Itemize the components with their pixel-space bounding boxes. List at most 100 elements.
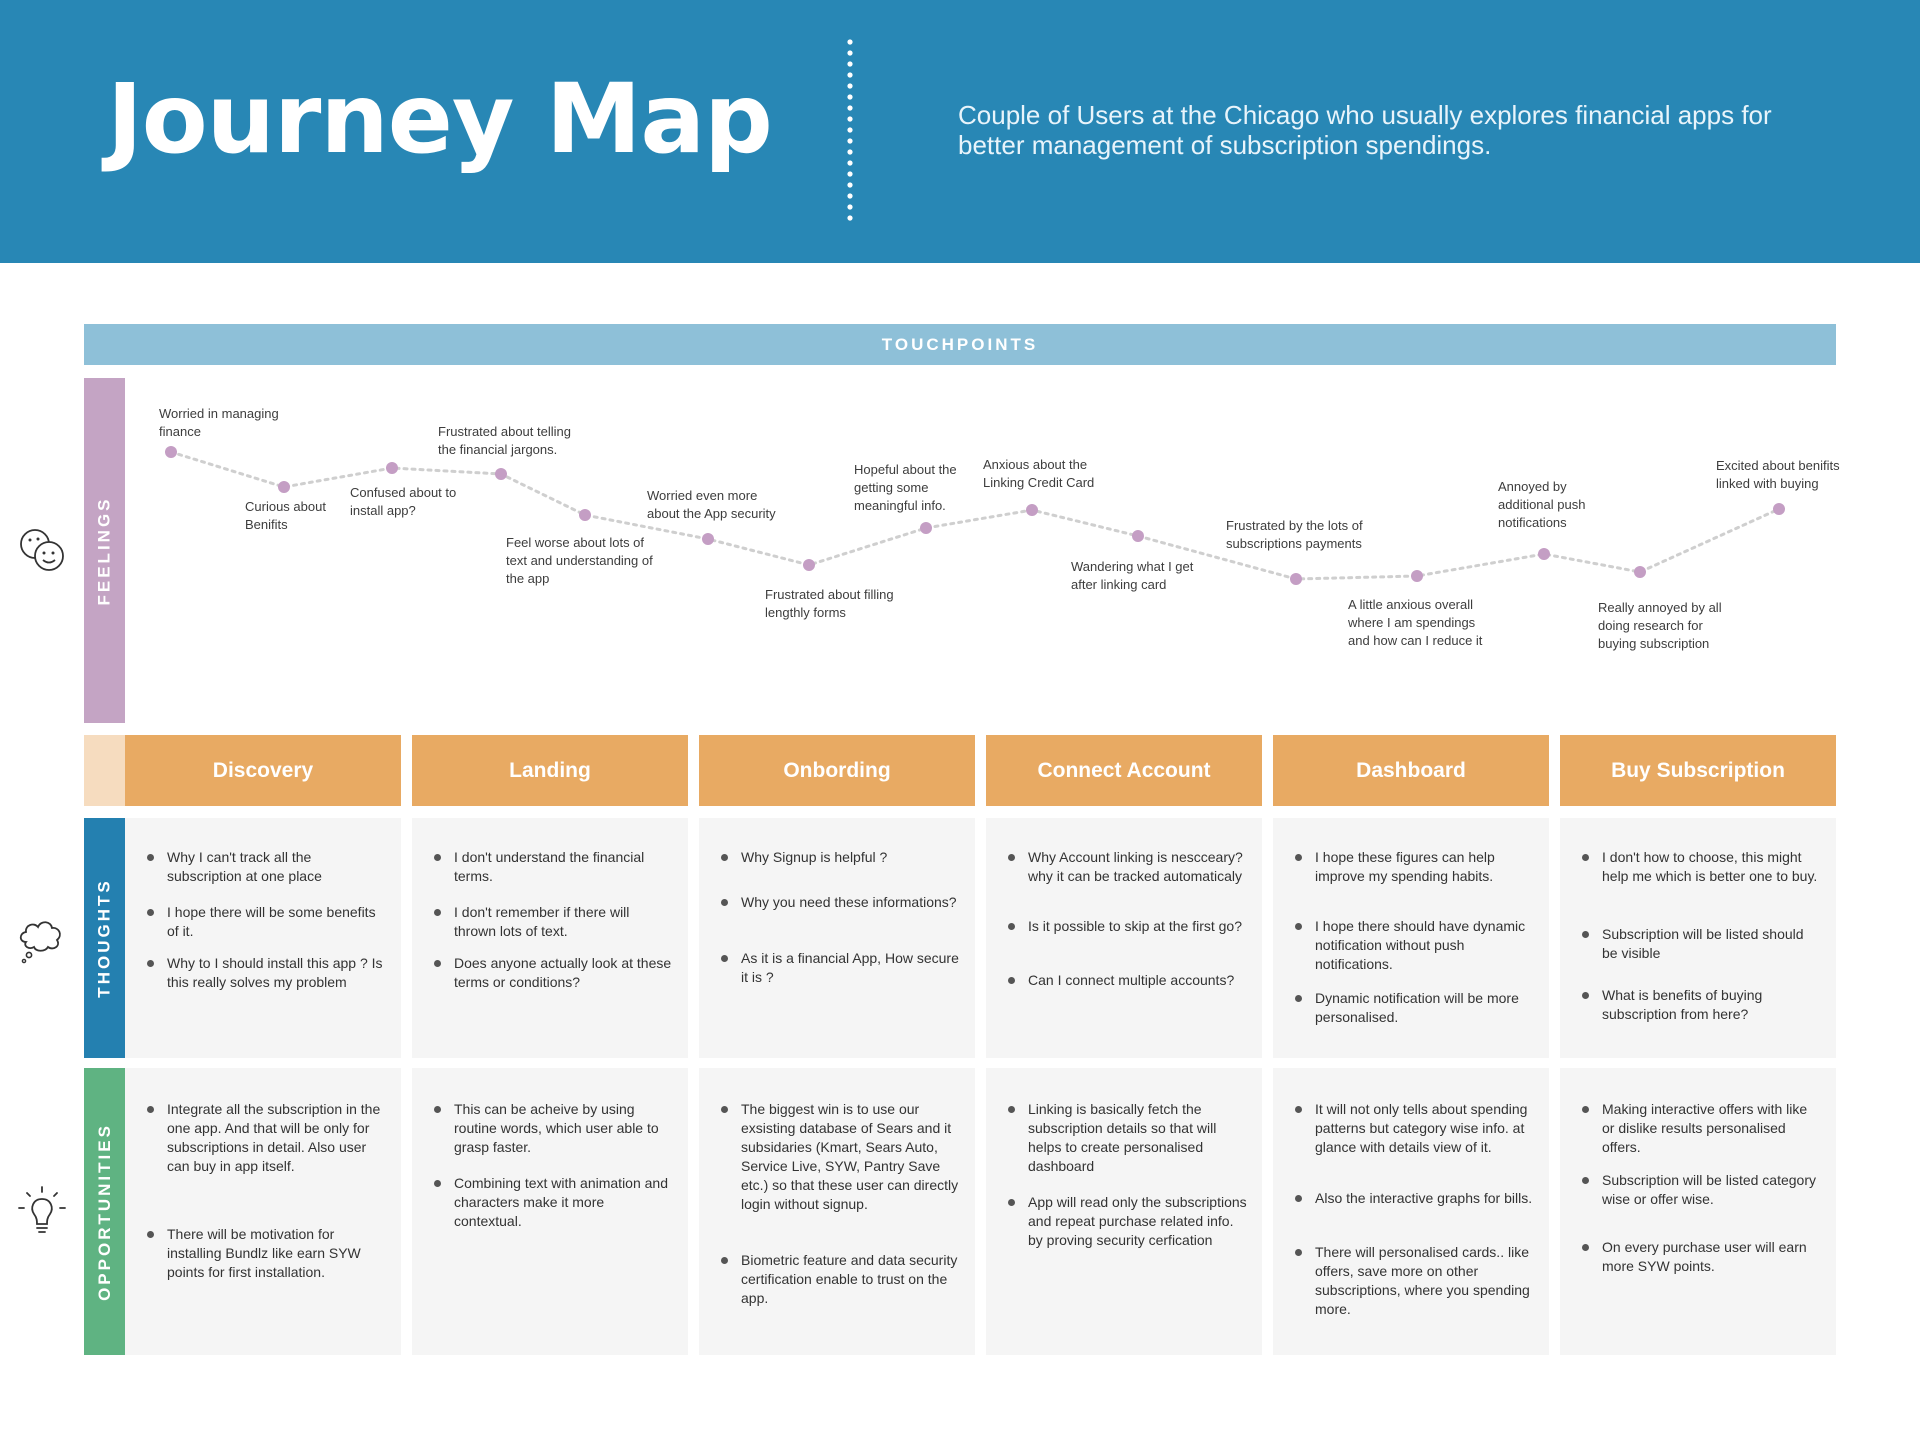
opportunity-item: There will personalised cards.. like off… [1295,1243,1535,1319]
feeling-point [803,559,815,571]
stage-label: Discovery [212,758,314,782]
opportunity-item: Biometric feature and data security cert… [721,1251,961,1308]
thought-item: Why Account linking is nescceary? why it… [1008,848,1248,886]
opportunities-cell-landing: This can be acheive by using routine wor… [412,1068,688,1355]
opportunity-item: This can be acheive by using routine wor… [434,1100,674,1157]
thought-item: Subscription will be listed should be vi… [1582,925,1822,963]
feeling-label: Annoyed by additional push notifications [1498,479,1586,530]
feeling-point [1290,573,1302,585]
opportunities-cell-dashboard: It will not only tells about spending pa… [1273,1068,1549,1355]
thought-item: I hope there should have dynamic notific… [1295,917,1535,974]
thought-item: Does anyone actually look at these terms… [434,954,674,992]
opportunities-row-bar: OPPORTUNITIES [84,1068,125,1355]
opportunity-item: It will not only tells about spending pa… [1295,1100,1535,1157]
feeling-label: Hopeful about the getting some meaningfu… [854,462,957,513]
opportunity-item: App will read only the subscriptions and… [1008,1194,1247,1248]
thought-item: Is it possible to skip at the first go? [1008,917,1248,936]
stage-onbording: Onbording [699,735,975,806]
thoughts-row-bar: THOUGHTS [84,818,125,1058]
thought-item: I hope there will be some benefits of it… [147,903,387,941]
touchpoints-label: TOUCHPOINTS [881,334,1039,354]
feeling-label: Confused about to install app? [350,485,457,518]
feelings-row-bar: FEELINGS [84,378,125,723]
thought-item: Why to I should install this app ? Is th… [147,954,387,992]
stage-dashboard: Dashboard [1273,735,1549,806]
thought-item: Why Signup is helpful ? [721,848,961,867]
thought-item: I hope these figures can help improve my… [1295,848,1535,886]
stage-label: Dashboard [1356,758,1466,782]
header-banner: Journey Map Couple of Users at the Chica… [0,0,1920,263]
thought-item: Dynamic notification will be more person… [1295,989,1535,1027]
thought-item: I don't remember if there will thrown lo… [434,903,674,941]
opportunity-item: The biggest win is to use our exsisting … [721,1100,961,1214]
feeling-point [495,468,507,480]
thoughts-cell-connect-account: Why Account linking is nescceary? why it… [986,818,1262,1058]
page-title: Journey Map [107,63,773,175]
touchpoints-bar: TOUCHPOINTS [84,324,1836,365]
opportunity-item: Combining text with animation and charac… [434,1174,674,1231]
stage-buy-subscription: Buy Subscription [1560,735,1836,806]
opportunity-item: Integrate all the subscription in the on… [147,1100,387,1176]
thought-cloud-icon [19,921,61,964]
thoughts-cell-onbording: Why Signup is helpful ? Why you need the… [699,818,975,1058]
feeling-point [1538,548,1550,560]
feeling-point [1411,570,1423,582]
opportunities-cell-buy-subscription: Making interactive offers with like or d… [1560,1068,1836,1355]
thought-item: I don't understand the financial terms. [434,848,674,886]
thought-item: Why you need these informations? [721,893,961,912]
thought-item: I don't how to choose, this might help m… [1582,848,1822,886]
opportunity-item: Subscription will be listed category wis… [1582,1171,1822,1209]
feeling-point [579,509,591,521]
feeling-label: Feel worse about lots of text and unders… [506,535,653,586]
opportunity-item: Also the interactive graphs for bills. [1295,1189,1535,1208]
feeling-point [1773,503,1785,515]
thoughts-cell-discovery: Why I can't track all the subscription a… [125,818,401,1058]
feeling-point [1026,504,1038,516]
thought-item: What is benefits of buying subscription … [1582,986,1822,1024]
thought-item: Why I can't track all the subscription a… [147,848,387,886]
feeling-point [1132,530,1144,542]
stage-label: Connect Account [1037,758,1211,782]
stage-landing: Landing [412,735,688,806]
feeling-point [1634,566,1646,578]
stage-discovery: Discovery [125,735,401,806]
opportunity-item: Linking is basically fetch the subscript… [1008,1100,1248,1176]
feeling-point [278,481,290,493]
stage-header-stub [84,735,125,806]
stage-label: Onbording [783,758,891,782]
feeling-label: A little anxious overall where I am spen… [1348,597,1483,648]
feeling-label: Anxious about the Linking Credit Card [983,457,1095,490]
thoughts-cell-buy-subscription: I don't how to choose, this might help m… [1560,818,1836,1058]
thoughts-cell-landing: I don't understand the financial terms. … [412,818,688,1058]
feeling-label: Curious about Benifits [245,499,326,532]
feeling-point [702,533,714,545]
stage-label: Landing [509,758,591,782]
opportunities-cell-onbording: The biggest win is to use our exsisting … [699,1068,975,1355]
feeling-label: Worried in managing finance [159,406,279,439]
thought-item: Can I connect multiple accounts? [1008,971,1248,990]
feeling-label: Frustrated about telling the financial j… [438,424,571,457]
opportunity-item: There will be motivation for installing … [147,1225,387,1282]
opportunity-item: Making interactive offers with like or d… [1582,1100,1822,1157]
feeling-label: Wandering what I get after linking card [1071,559,1194,592]
feeling-point [386,462,398,474]
opportunity-item: On every purchase user will earn more SY… [1582,1238,1822,1276]
page-subtitle: Couple of Users at the Chicago who usual… [958,100,1772,160]
feeling-label: Excited about benifits linked with buyin… [1716,458,1840,491]
feelings-row-label: FEELINGS [94,495,114,606]
dotted-divider [847,39,853,221]
lightbulb-icon [18,1186,66,1233]
stage-connect-account: Connect Account [986,735,1262,806]
opportunities-cell-discovery: Integrate all the subscription in the on… [125,1068,401,1355]
feeling-point [920,522,932,534]
thoughts-row-label: THOUGHTS [94,878,114,998]
feeling-label: Worried even more about the App security [647,488,776,521]
thought-item: As it is a financial App, How secure it … [721,949,961,987]
feeling-point [165,446,177,458]
feeling-label: Frustrated by the lots of subscriptions … [1226,518,1363,551]
thoughts-cell-dashboard: I hope these figures can help improve my… [1273,818,1549,1058]
faces-icon [20,529,64,571]
opportunities-cell-connect-account: Linking is basically fetch the subscript… [986,1068,1262,1355]
feeling-label: Frustrated about filling lengthly forms [765,587,894,620]
opportunities-row-label: OPPORTUNITIES [94,1122,114,1301]
